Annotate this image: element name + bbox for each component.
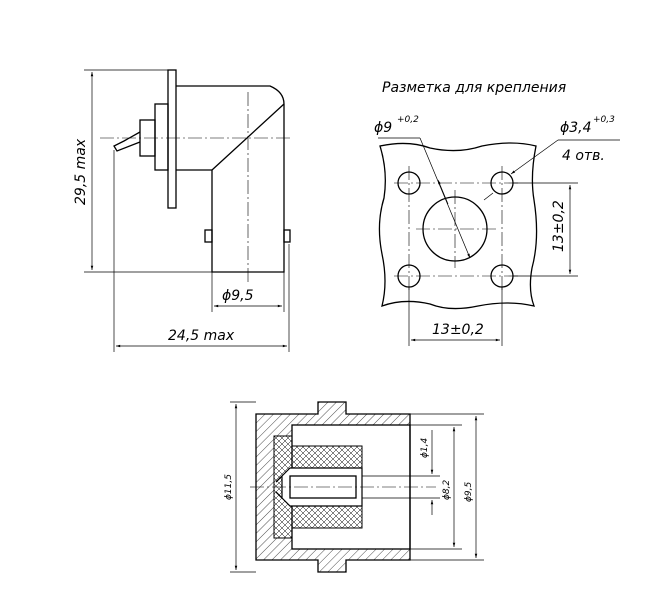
lug-left xyxy=(204,229,213,243)
flange-neck xyxy=(154,103,169,171)
hole-center-label: ϕ9 xyxy=(374,120,392,136)
section-dia-outer: ϕ11,5 xyxy=(224,474,234,500)
side-view: 29,5 max ϕ9,5 24,5 max xyxy=(73,69,291,352)
section-dia-inner-3: ϕ9,5 xyxy=(464,481,474,502)
flange-plate xyxy=(167,69,177,209)
dim-bore-label: ϕ9,5 xyxy=(222,288,254,304)
section-dia-inner-1: ϕ1,4 xyxy=(420,437,430,458)
hole-center-tolerance: +0,2 xyxy=(397,115,419,125)
marking-plan: Разметка для крепления ϕ9 +0,2 ϕ3,4 +0,3… xyxy=(374,80,620,346)
marking-outline xyxy=(378,142,538,310)
holes-tolerance: +0,3 xyxy=(593,115,615,125)
dim-height-label: 29,5 max xyxy=(73,138,89,205)
spacing-horizontal-label: 13±0,2 xyxy=(432,322,484,338)
lug-right xyxy=(283,229,291,243)
holes-count-label: 4 отв. xyxy=(562,148,605,164)
spacing-vertical-label: 13±0,2 xyxy=(551,200,567,252)
holes-label: ϕ3,4 xyxy=(560,120,592,136)
section-dia-inner-2: ϕ8,2 xyxy=(442,479,452,500)
contact-pin xyxy=(113,131,141,152)
elbow-body xyxy=(176,85,285,273)
dim-width-label: 24,5 max xyxy=(168,328,235,344)
section-view: ϕ11,5 ϕ1,4 ϕ8,2 ϕ9,5 xyxy=(224,401,484,573)
marking-title: Разметка для крепления xyxy=(382,80,566,96)
